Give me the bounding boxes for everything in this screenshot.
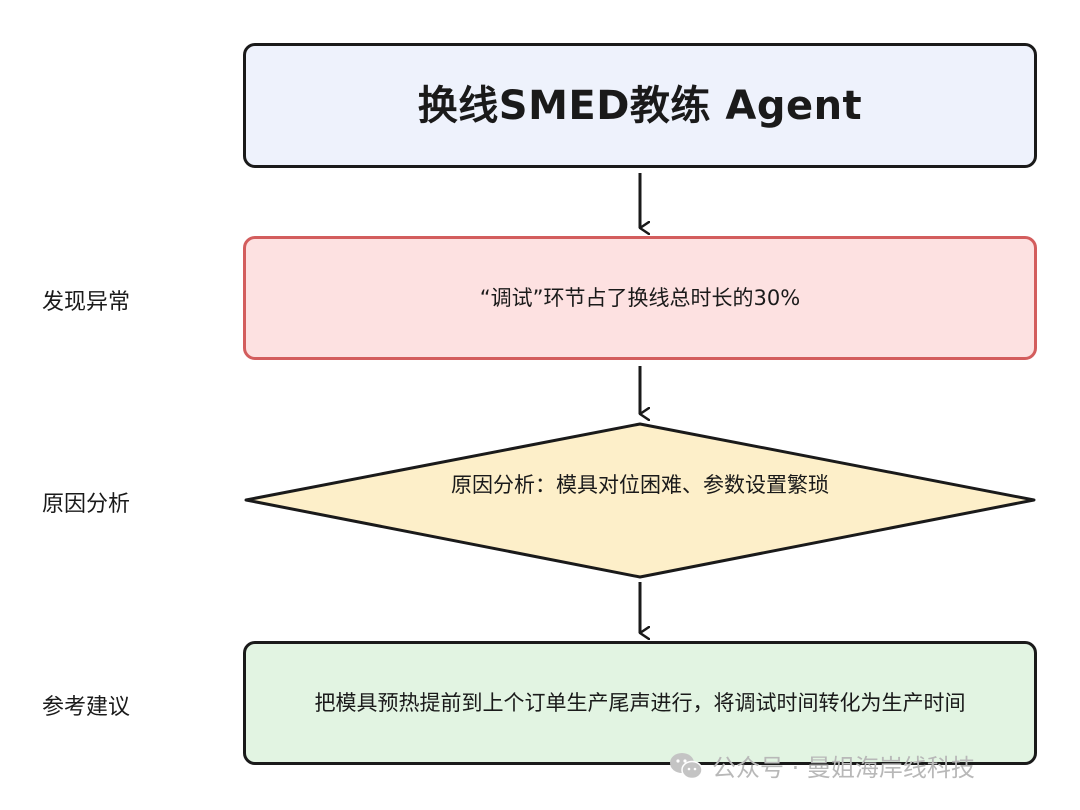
anomaly-node: “调试”环节占了换线总时长的30% xyxy=(243,236,1037,360)
watermark: 公众号 · 曼姐海岸线科技 xyxy=(668,748,975,783)
wechat-icon xyxy=(670,752,703,779)
title-node: 换线SMED教练 Agent xyxy=(243,43,1037,168)
analysis-diamond xyxy=(244,422,1036,579)
suggestion-text: 把模具预热提前到上个订单生产尾声进行，将调试时间转化为生产时间 xyxy=(314,691,966,715)
side-label-analysis: 原因分析 xyxy=(42,492,131,517)
side-label-anomaly: 发现异常 xyxy=(42,290,131,315)
title-text: 换线SMED教练 Agent xyxy=(417,82,863,129)
analysis-text: 原因分析：模具对位困难、参数设置繁琐 xyxy=(451,473,829,497)
anomaly-text: “调试”环节占了换线总时长的30% xyxy=(479,286,801,310)
side-label-suggestion: 参考建议 xyxy=(42,695,131,720)
suggestion-node: 把模具预热提前到上个订单生产尾声进行，将调试时间转化为生产时间 xyxy=(243,641,1037,765)
watermark-text: 公众号 · 曼姐海岸线科技 xyxy=(712,754,975,782)
